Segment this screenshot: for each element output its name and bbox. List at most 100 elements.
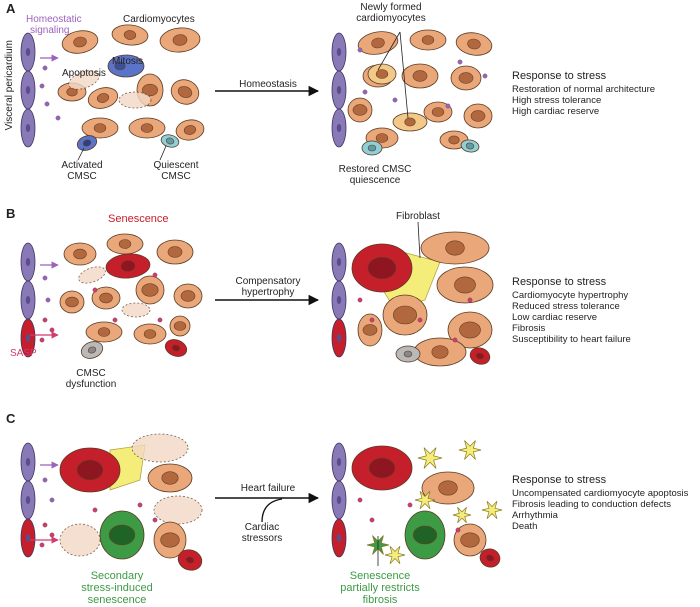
hypertrophic-cardiomyocyte-nucleus: [459, 321, 481, 339]
pericardial-cell-nucleus: [25, 296, 31, 304]
fibroblast-label: Fibroblast: [396, 211, 440, 222]
response-b-item: Reduced stress tolerance: [512, 301, 620, 312]
sasp-dot: [357, 497, 363, 503]
quiescent-cmsc-line2: CMSC: [161, 171, 191, 182]
cardiomyocyte-nucleus: [172, 34, 188, 46]
senescent-cell-nucleus: [185, 556, 195, 564]
response-c-item: Uncompensated cardiomyocyte apoptosis: [512, 488, 689, 499]
sasp-dot: [92, 287, 98, 293]
activated-cmsc-line1: Activated: [61, 160, 103, 171]
sasp-dot: [369, 317, 375, 323]
hypertrophic-cardiomyocyte-nucleus: [362, 324, 378, 336]
newly-formed-line1: Newly formed: [360, 2, 422, 13]
senescent-cell-nucleus: [367, 256, 397, 280]
apoptotic-cell: [78, 266, 106, 284]
sasp-dot: [39, 337, 45, 343]
signal-dot: [482, 73, 488, 79]
response-c-item: Arrhythmia: [512, 510, 558, 521]
cardiomyocyte-nucleus: [96, 93, 110, 103]
pericardial-cell-nucleus: [336, 86, 342, 94]
pericardial-cell-nucleus: [336, 124, 342, 132]
hypertrophic-cardiomyocyte-nucleus: [431, 345, 449, 359]
cardiomyocyte-nucleus: [375, 133, 389, 143]
compensatory-line2: hypertrophy: [241, 287, 295, 298]
cardiomyocyte-nucleus: [438, 480, 458, 496]
signal-dot: [42, 65, 48, 71]
cardiomyocytes-label: Cardiomyocytes: [123, 14, 195, 25]
response-b-item: Low cardiac reserve: [512, 312, 598, 323]
homeostasis-arrow-label: Homeostasis: [239, 79, 297, 90]
pericardial-cell-nucleus: [25, 334, 31, 342]
cell-illustrations: [20, 24, 503, 571]
mitosis-cell: [107, 54, 145, 78]
fibroblast: [414, 491, 436, 509]
pericardial-cell-nucleus: [336, 334, 342, 342]
response-c-item: Fibrosis leading to conduction defects: [512, 499, 671, 510]
cardiomyocyte-nucleus: [118, 239, 132, 249]
pericardial-cell-nucleus: [25, 458, 31, 466]
cardiomyocyte-nucleus: [180, 290, 196, 302]
cardiomyocyte-nucleus: [183, 125, 197, 135]
pericardial-cell-nucleus: [336, 496, 342, 504]
response-a-item: High stress tolerance: [512, 95, 602, 106]
pericardial-cell-nucleus: [25, 258, 31, 266]
hypertrophic-cardiomyocyte-nucleus: [454, 276, 476, 294]
sasp-dot: [455, 527, 461, 533]
label-leader-lines: [77, 31, 421, 566]
cardiomyocyte-nucleus: [161, 471, 179, 485]
apoptotic-cell: [153, 495, 203, 525]
sasp-dot: [152, 272, 158, 278]
response-a-item: High cardiac reserve: [512, 106, 600, 117]
cardiomyocyte-nucleus: [97, 327, 111, 337]
senescent-cell-nucleus: [120, 260, 136, 272]
leader-newly-formed-1: [377, 31, 401, 71]
fibroblast: [417, 447, 443, 469]
leader-newly-formed-2: [399, 31, 409, 119]
pericardial-cell-nucleus: [25, 124, 31, 132]
cardiomyocyte-nucleus: [371, 37, 385, 49]
signal-dot: [362, 89, 368, 95]
dysfunctional-cmsc-nucleus: [403, 350, 413, 358]
signal-dot: [42, 275, 48, 281]
sasp-dot: [42, 317, 48, 323]
sasp-dot: [357, 297, 363, 303]
pericardial-cell-nucleus: [25, 86, 31, 94]
pericardial-cell-nucleus: [336, 258, 342, 266]
response-b-item: Fibrosis: [512, 323, 546, 334]
signal-dot: [392, 97, 398, 103]
leader-quiescent-cmsc: [159, 145, 167, 161]
cardiomyocyte-nucleus: [352, 104, 368, 116]
cardiomyocyte-nucleus: [141, 283, 159, 297]
dysfunctional-cmsc-nucleus: [87, 346, 97, 354]
leader-activated-cmsc: [77, 147, 85, 161]
cardiomyocyte-nucleus: [73, 36, 87, 48]
pericardial-cell-nucleus: [336, 48, 342, 56]
pericardial-cell-nucleus: [25, 48, 31, 56]
apoptotic-cell: [131, 433, 189, 463]
cardiomyocyte-nucleus: [431, 107, 445, 117]
cardiomyocyte-nucleus: [460, 532, 480, 548]
compensatory-line1: Compensatory: [235, 276, 301, 287]
pericardial-cell-nucleus: [336, 296, 342, 304]
cardiac-stressors-line2: stressors: [241, 533, 283, 544]
senescent-cell-nucleus: [171, 344, 181, 352]
pericardial-cell-nucleus: [25, 534, 31, 542]
sasp-dot: [407, 502, 413, 508]
sasp-dot: [137, 502, 143, 508]
panel-letter-a: A: [6, 1, 16, 16]
secondary-senescence-line3: senescence: [87, 594, 147, 606]
senescent-cell-nucleus: [368, 457, 396, 479]
sasp-dot: [452, 337, 458, 343]
sasp-dot: [92, 507, 98, 513]
cardiomyocyte-nucleus: [458, 72, 474, 84]
sasp-dot: [42, 522, 48, 528]
cardiomyocyte-nucleus: [73, 248, 87, 260]
sasp-dot: [467, 297, 473, 303]
sasp-label: SASP: [10, 348, 37, 359]
apoptotic-cell: [68, 70, 100, 90]
cardiomyocyte-nucleus: [65, 296, 79, 308]
cardiomyocyte-nucleus: [412, 70, 428, 82]
fibroblast: [481, 501, 503, 519]
response-b-item: Cardiomyocyte hypertrophy: [512, 290, 629, 301]
